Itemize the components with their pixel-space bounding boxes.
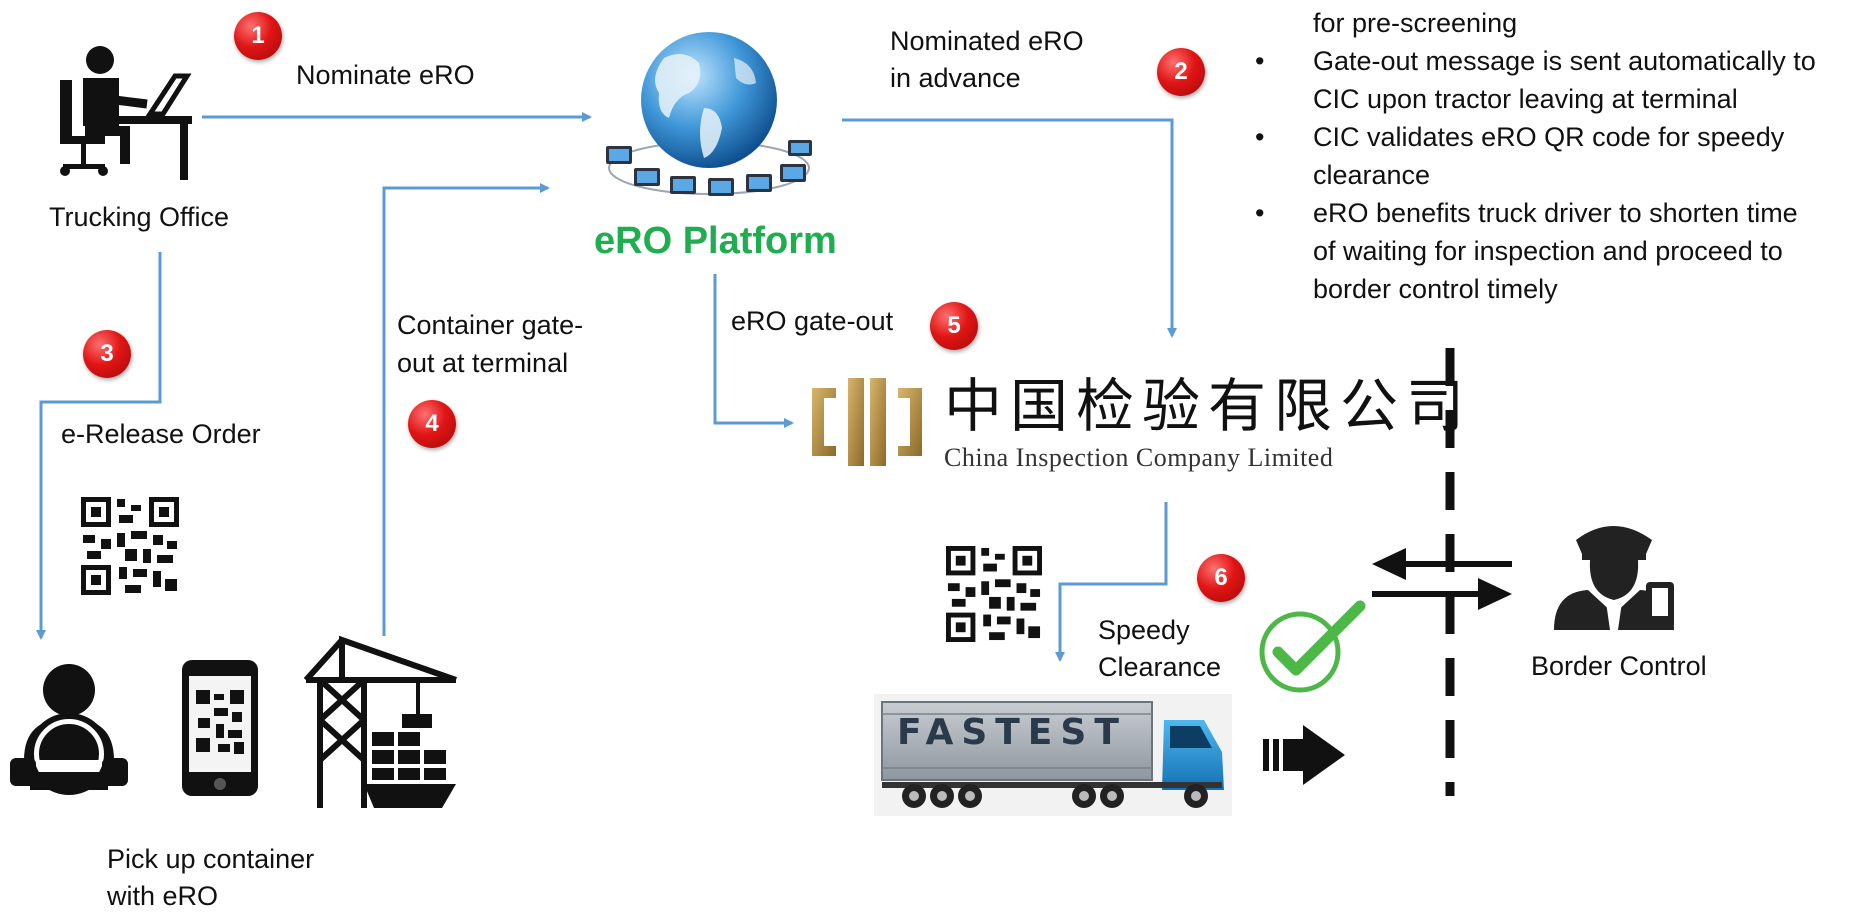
truck-icon [881, 701, 1224, 808]
phone-qr-icon [182, 660, 258, 796]
truck-brand: FASTEST [897, 712, 1127, 753]
step-4-label-line-1: Container gate- [397, 310, 584, 340]
step-4-label-line-2: out at terminal [397, 348, 569, 378]
step-2-label-line-1: Nominated eRO [890, 26, 1084, 56]
step-1-badge: 1 [234, 12, 282, 60]
qr-code-icon [946, 546, 1042, 642]
cic-chinese-name: 中国检验有限公司 [944, 372, 1473, 440]
step-1-label: Nominate eRO [296, 60, 475, 90]
globe-network-icon [606, 32, 812, 196]
note-item: CIC validates eRO QR code for speedyclea… [1240, 118, 1870, 194]
step-6-label-line-1: Speedy [1098, 615, 1190, 645]
step-4-badge: 4 [408, 400, 456, 448]
border-line [1445, 348, 1455, 796]
forward-arrow-icon [1263, 725, 1345, 785]
step-2-badge: 2 [1157, 48, 1205, 96]
step-3-label: e-Release Order [61, 419, 261, 449]
arrow-step-4 [382, 183, 550, 636]
two-way-arrow-icon [1372, 548, 1512, 610]
step-6-label-line-2: Clearance [1098, 652, 1222, 682]
arrow-step-2 [842, 118, 1177, 338]
notes-list: for pre-screening Gate-out message is se… [1240, 4, 1870, 308]
platform-title: eRO Platform [594, 220, 837, 262]
arrow-step-6 [1055, 502, 1168, 662]
note-item: Gate-out message is sent automatically t… [1240, 42, 1870, 118]
step-6-badge: 6 [1197, 554, 1245, 602]
office-worker-icon [60, 46, 192, 180]
pickup-label-line-1: Pick up container [107, 844, 315, 874]
arrow-step-3 [36, 252, 162, 640]
check-icon [1259, 600, 1366, 693]
cic-english-name: China Inspection Company Limited [944, 443, 1334, 472]
step-2-label-line-2: in advance [890, 63, 1021, 93]
cic-logo-icon [812, 378, 922, 466]
border-control-label: Border Control [1531, 651, 1707, 681]
note-item: eRO benefits truck driver to shorten tim… [1240, 194, 1870, 308]
trucking-office-label: Trucking Office [49, 202, 230, 232]
step-3-badge: 3 [83, 330, 131, 378]
step-5-label: eRO gate-out [731, 306, 894, 336]
border-officer-icon [1554, 526, 1674, 630]
qr-code-icon [81, 497, 179, 595]
pickup-label-line-2: with eRO [107, 881, 219, 911]
step-5-badge: 5 [930, 302, 978, 350]
driver-icon [10, 664, 128, 795]
port-crane-ship-icon [303, 635, 457, 808]
arrow-step-5 [713, 274, 794, 428]
notes-fragment: for pre-screening [1313, 8, 1518, 38]
